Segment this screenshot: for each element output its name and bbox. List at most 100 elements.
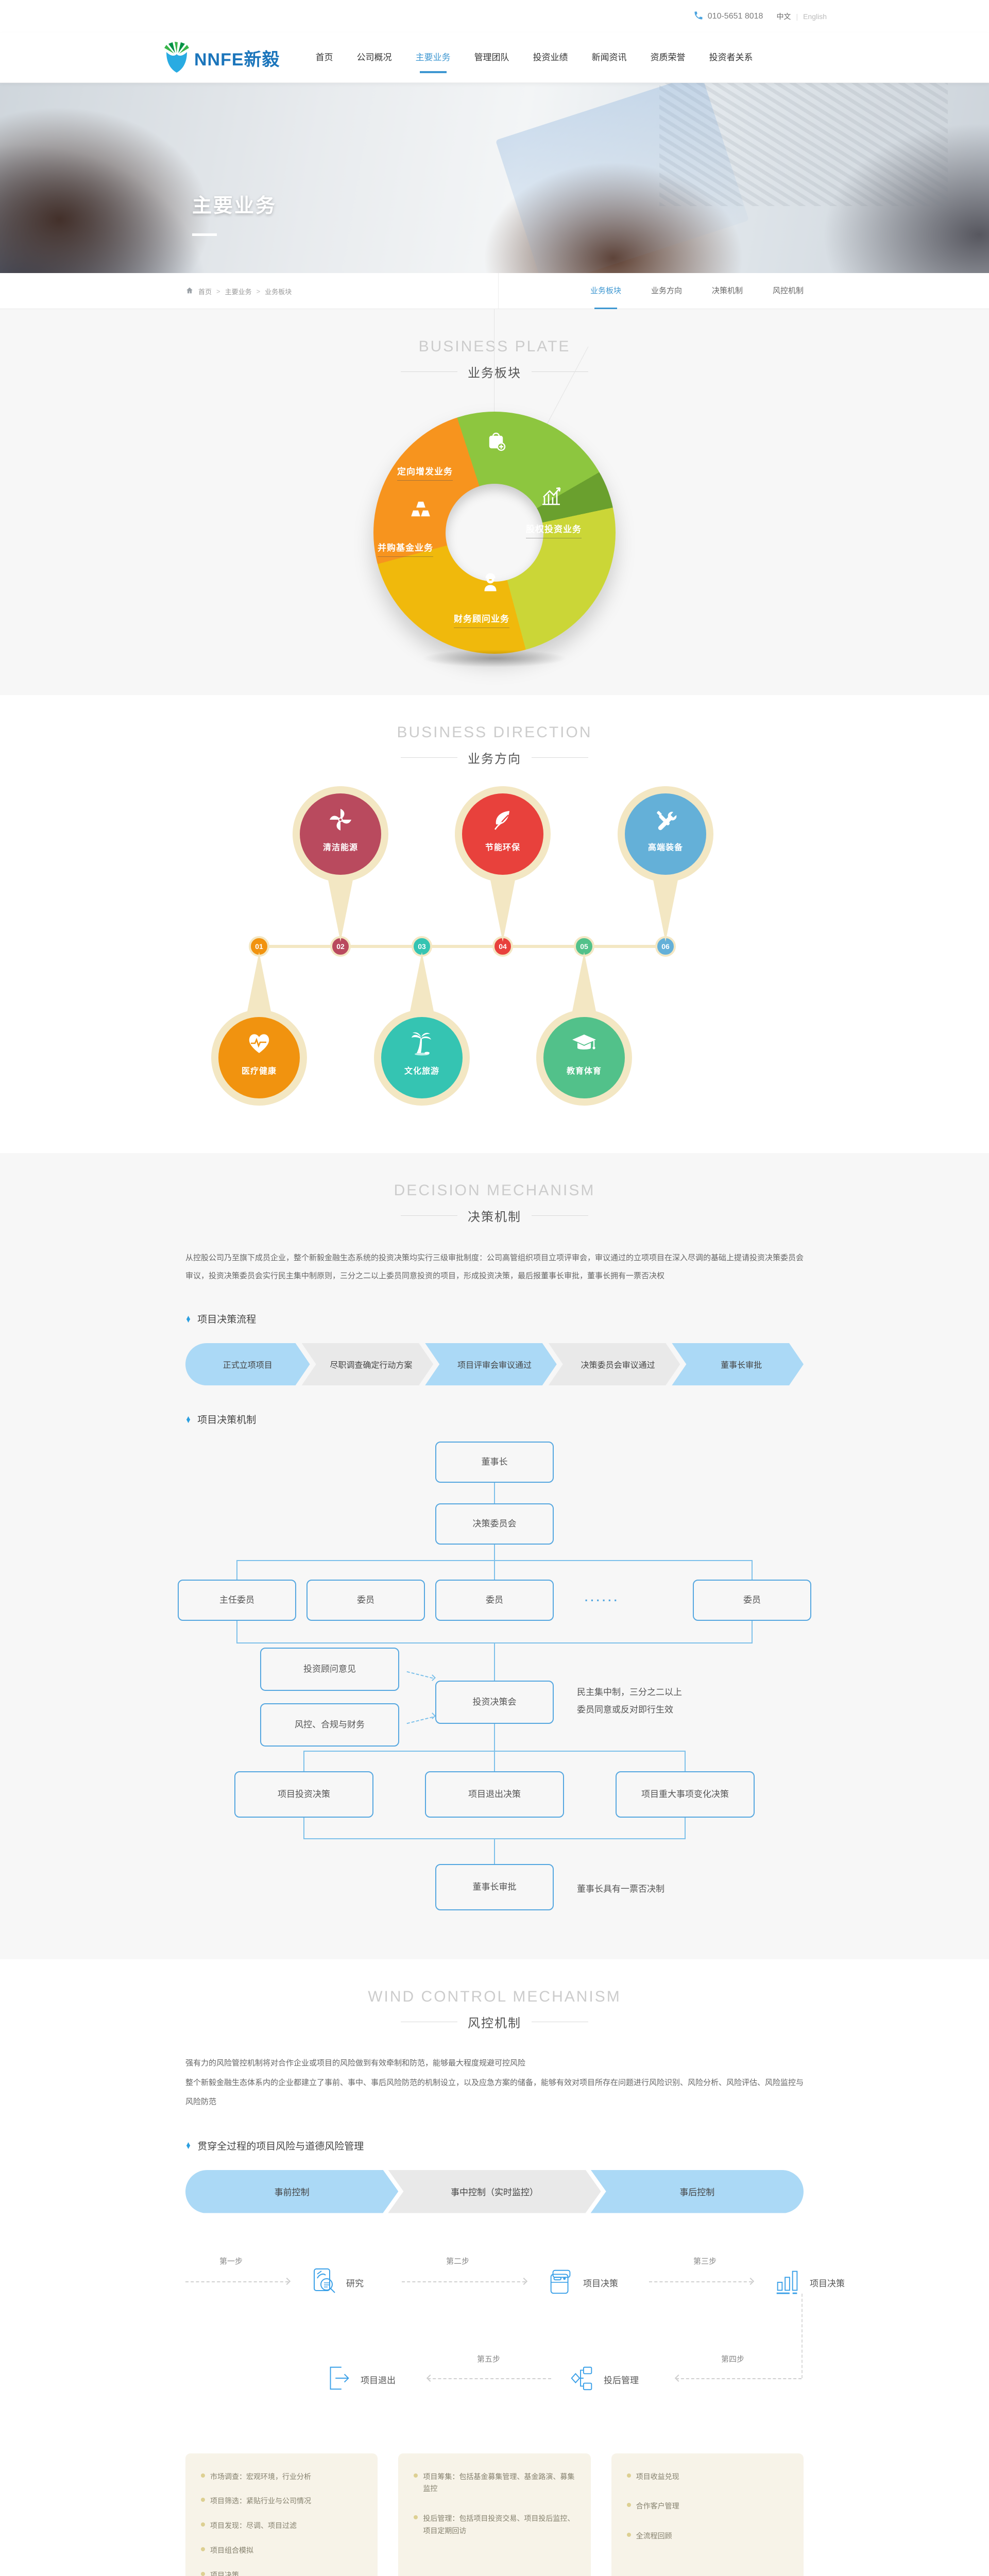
section-title-en: DECISION MECHANISM <box>394 1182 595 1199</box>
page-banner: 主要业务 <box>0 82 989 273</box>
graduation-cap-icon <box>570 1017 598 1059</box>
archive-icon <box>546 2266 576 2299</box>
logo-text: NNFE新毅 <box>194 49 280 70</box>
lang-en-link[interactable]: English <box>803 12 827 21</box>
donut-label-financial-advisory: 财务顾问业务 <box>454 612 509 628</box>
phone-icon <box>693 10 704 23</box>
crumb-separator: > <box>256 287 261 295</box>
wind-paragraph-1: 强有力的风险管控机制将对合作企业或项目的风险做到有效牵制和防范，能够最大程度规避… <box>185 2059 526 2067</box>
flow-node-project-decision-2: 项目决策 <box>773 2266 845 2299</box>
nav-item-home[interactable]: 首页 <box>315 53 333 62</box>
card-item: 项目组合模拟 <box>210 2546 253 2554</box>
phone-contact: 010-5651 8018 <box>693 10 763 23</box>
subsection-title: 项目决策流程 <box>197 1314 257 1325</box>
section-decision-mechanism: DECISION MECHANISM 决策机制 从控股公司乃至旗下成员企业，整个… <box>0 1153 989 1959</box>
crumb-home[interactable]: 首页 <box>198 287 212 296</box>
section-title-zh: 决策机制 <box>468 1210 521 1224</box>
research-icon <box>308 2266 339 2299</box>
flow-node-project-exit: 项目退出 <box>323 2363 396 2396</box>
crumb-business-plate: 业务板块 <box>265 287 292 296</box>
org-box-committee: 决策委员会 <box>435 1503 554 1545</box>
bullet-icon <box>626 2503 631 2507</box>
org-box-investment-decision-meeting: 投资决策会 <box>435 1681 554 1724</box>
divider <box>498 273 499 309</box>
tab-wind-control[interactable]: 风控机制 <box>772 286 804 295</box>
breadcrumb-bar: 首页 > 主要业务 > 业务板块 业务板块 业务方向 决策机制 风控机制 <box>0 273 989 309</box>
growth-chart-icon <box>539 484 563 510</box>
org-note-veto: 董事长具有一票否决制 <box>577 1884 664 1894</box>
nav-item-news[interactable]: 新闻资讯 <box>591 53 627 62</box>
timeline-dot: 01 <box>249 936 269 957</box>
phone-number: 010-5651 8018 <box>707 12 763 21</box>
nav-item-company[interactable]: 公司概况 <box>356 53 392 62</box>
org-box-major-change-decision: 项目重大事项变化决策 <box>616 1771 755 1818</box>
bullet-icon <box>626 2533 631 2537</box>
pinwheel-icon <box>328 793 353 835</box>
flow-node-label: 项目决策 <box>810 2278 845 2289</box>
tab-business-plate[interactable]: 业务板块 <box>590 273 621 309</box>
card-item: 合作客户管理 <box>636 2502 679 2511</box>
org-box-chairman-approval: 董事长审批 <box>435 1864 554 1910</box>
lang-divider: | <box>796 12 798 21</box>
logo[interactable]: NNFE新毅 <box>162 41 280 75</box>
pin-label: 文化旅游 <box>404 1067 439 1076</box>
bullet-icon <box>201 2547 205 2551</box>
home-icon[interactable] <box>185 286 194 296</box>
flow-node-label: 项目退出 <box>361 2375 396 2385</box>
section-title-en: BUSINESS PLATE <box>418 338 571 355</box>
donut-shadow <box>422 650 567 667</box>
crumb-main-business[interactable]: 主要业务 <box>225 287 252 296</box>
donut-label-equity-investment: 股权投资业务 <box>526 522 582 538</box>
diamond-icon: ♦ <box>186 1312 191 1325</box>
flow-node-label: 投后管理 <box>604 2375 639 2385</box>
flow-node-label: 项目决策 <box>583 2278 618 2289</box>
section-business-direction: BUSINESS DIRECTION 业务方向 01 02 03 04 05 0… <box>0 695 989 1153</box>
nav-item-honors[interactable]: 资质荣誉 <box>650 53 686 62</box>
org-box-member: 委员 <box>306 1580 425 1621</box>
bullet-icon <box>414 2515 418 2520</box>
org-box-chief-member: 主任委员 <box>178 1580 296 1621</box>
org-box-risk-compliance-finance: 风控、合规与财务 <box>260 1703 399 1747</box>
subsection-title: 贯穿全过程的项目风险与道德风险管理 <box>197 2141 364 2152</box>
gold-ingots-icon <box>410 498 433 524</box>
tab-decision-mechanism[interactable]: 决策机制 <box>711 286 743 295</box>
flow-step: 正式立项项目 <box>185 1343 310 1385</box>
step-label: 第三步 <box>693 2257 717 2266</box>
step-label: 第五步 <box>477 2354 501 2364</box>
bullet-icon <box>414 2473 418 2478</box>
section-title-zh: 业务板块 <box>468 366 521 380</box>
nav-item-performance[interactable]: 投资业绩 <box>533 53 568 62</box>
lang-zh-link[interactable]: 中文 <box>776 12 791 21</box>
nav-item-team[interactable]: 管理团队 <box>474 53 509 62</box>
card-item: 项目决策 <box>210 2570 239 2576</box>
flow-node-post-investment: 投后管理 <box>567 2363 639 2396</box>
wind-paragraph-2: 整个新毅金融生态体系内的企业都建立了事前、事中、事后风险防范的机制设立，以及应急… <box>185 2078 804 2107</box>
bullet-icon <box>201 2498 205 2502</box>
tools-icon <box>653 793 678 835</box>
org-box-project-investment-decision: 项目投资决策 <box>234 1771 373 1818</box>
bullet-icon <box>201 2571 205 2576</box>
card-before-control: 市场调查：宏观环境，行业分析 项目筛选：紧贴行业与公司情况 项目发现：尽调、项目… <box>185 2453 378 2576</box>
flow-step: 尽职调查确定行动方案 <box>302 1343 434 1385</box>
advisor-icon <box>479 570 502 597</box>
bullet-icon <box>201 2473 205 2478</box>
step-label: 第四步 <box>721 2354 745 2364</box>
donut-label-ma-fund: 并购基金业务 <box>378 540 433 557</box>
section-business-plate: BUSINESS PLATE 业务板块 定向增发业务 股权投资业务 并购基金业务 <box>0 309 989 695</box>
nav-item-main-business[interactable]: 主要业务 <box>404 33 463 82</box>
title-underline <box>192 233 217 236</box>
org-box-member: 委员 <box>435 1580 554 1621</box>
business-plate-donut: 定向增发业务 股权投资业务 并购基金业务 财务顾问业务 <box>373 412 616 667</box>
direction-pins-diagram: 01 02 03 04 05 06 清洁能源 <box>185 782 804 1132</box>
org-box-advisor-opinion: 投资顾问意见 <box>260 1648 399 1691</box>
nav-item-investor-relations[interactable]: 投资者关系 <box>709 53 753 62</box>
control-phases-bar: 事前控制 事中控制（实时监控） 事后控制 <box>185 2170 804 2213</box>
bullet-icon <box>626 2473 631 2478</box>
flow-node-label: 研究 <box>346 2278 364 2289</box>
step-label: 第一步 <box>219 2257 243 2266</box>
tab-business-direction[interactable]: 业务方向 <box>651 286 682 295</box>
section-title-zh: 风控机制 <box>468 2016 521 2030</box>
risk-process-flow: 第一步 研究 第二步 项目决策 第三步 <box>185 2224 845 2430</box>
card-item: 项目收益兑现 <box>636 2472 679 2481</box>
top-utility-bar: 010-5651 8018 中文 | English <box>0 0 989 33</box>
